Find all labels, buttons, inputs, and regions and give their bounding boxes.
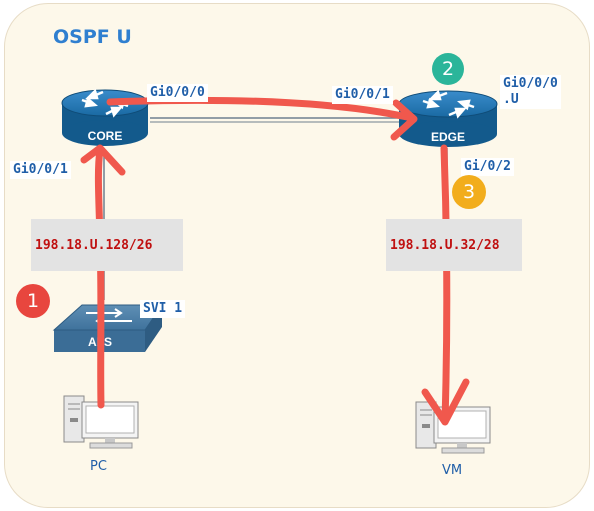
edge-gi02-label: Gi/0/2: [461, 158, 514, 176]
switch-svi-label: SVI 1: [140, 300, 186, 318]
step-badge-1: 1: [16, 284, 50, 318]
pc-label: PC: [90, 459, 107, 474]
edge-gi000-line1: Gi0/0/0: [503, 76, 558, 91]
core-gi001-label: Gi0/0/1: [10, 161, 71, 179]
subnet-right-label: 198.18.U.32/28: [386, 219, 522, 271]
vm-label: VM: [442, 463, 463, 478]
path-core-edge-head: [390, 99, 418, 141]
router-arrows-icon: [422, 89, 475, 119]
path-core-hook: [80, 144, 126, 176]
step-badge-3: 3: [452, 175, 486, 209]
edge-gi000-line2: .U: [503, 92, 519, 107]
path-pc-to-core: [94, 146, 105, 409]
pc-workstation[interactable]: [63, 395, 139, 449]
edge-gi001-label: Gi0/0/1: [332, 86, 393, 104]
core-gi000-label: Gi0/0/0: [147, 84, 208, 102]
path-vm-head: [421, 378, 470, 426]
edge-router[interactable]: EDGE: [398, 89, 498, 147]
step-number: 3: [462, 181, 476, 203]
edge-gi000-label: Gi0/0/0 .U: [500, 75, 561, 109]
subnet-left-label: 198.18.U.128/26: [31, 219, 183, 271]
path-edge-to-vm: [440, 144, 451, 424]
workstation-icon: [63, 395, 139, 449]
step-badge-2: 2: [432, 53, 464, 85]
step-number: 1: [26, 290, 40, 312]
core-router-label: CORE: [88, 129, 123, 143]
edge-router-label: EDGE: [431, 130, 465, 144]
step-number: 2: [441, 58, 455, 80]
diagram-title: OSPF U: [53, 26, 132, 48]
